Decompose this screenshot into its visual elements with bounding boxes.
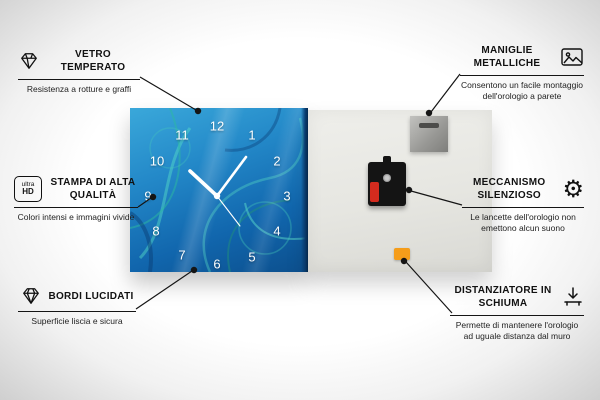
callout-bordi-lucidati: Bordi lucidati Superficie liscia e sicur… <box>18 286 136 327</box>
callout-distanziatore-schiuma: Distanziatore in schiuma Permette di man… <box>450 284 584 343</box>
ultra-hd-icon-text: HD <box>22 187 34 197</box>
clock-number: 5 <box>248 249 256 265</box>
clock-number: 8 <box>152 223 160 239</box>
clock-number: 12 <box>209 118 225 134</box>
callout-title: Stampa di alta qualità <box>50 177 136 201</box>
clock-back-panel <box>308 110 492 272</box>
clock-mechanism <box>368 156 406 206</box>
gem-icon <box>20 286 42 306</box>
callout-header: Bordi lucidati <box>18 286 136 312</box>
ultra-hd-icon: ultra HD <box>14 176 42 202</box>
mechanism-spindle <box>383 174 391 182</box>
callout-stampa-alta-qualita: ultra HD Stampa di alta qualità Colori i… <box>14 176 138 223</box>
clock-number: 7 <box>178 247 186 263</box>
clock-artwork <box>130 108 308 272</box>
clock-number: 11 <box>175 127 189 143</box>
callout-header: Maniglie metalliche <box>460 44 584 76</box>
picture-icon <box>560 47 584 67</box>
callout-desc: Permette di mantenere l'orologio ad ugua… <box>455 320 579 342</box>
clock-front-panel <box>130 108 308 272</box>
clock-number: 6 <box>213 256 221 272</box>
battery <box>370 182 379 202</box>
mechanism-hook <box>383 156 391 164</box>
callout-vetro-temperato: Vetro temperato Resistenza a rotture e g… <box>18 48 140 95</box>
callout-title: Bordi lucidati <box>48 290 134 302</box>
diamond-icon <box>18 51 40 71</box>
callout-header: Meccanismo silenzioso ⚙ <box>462 176 584 208</box>
hanger-slot <box>419 123 439 128</box>
clock-number: 9 <box>144 188 152 204</box>
clock-number: 3 <box>283 188 291 204</box>
callout-desc: Le lancette dell'orologio non emettono a… <box>470 212 576 234</box>
callout-desc: Colori intensi e immagini vivide <box>17 212 135 222</box>
callout-desc: Resistenza a rotture e graffi <box>26 84 132 94</box>
callout-meccanismo-silenzioso: Meccanismo silenzioso ⚙ Le lancette dell… <box>462 176 584 235</box>
callout-desc: Consentono un facile montaggio dell'orol… <box>461 80 583 102</box>
callout-header: Distanziatore in schiuma <box>450 284 584 316</box>
panel-edge <box>301 108 308 272</box>
callout-title: Distanziatore in schiuma <box>454 285 552 309</box>
spacer-icon <box>562 286 584 308</box>
metal-hanger-plate <box>410 116 448 152</box>
clock-number: 1 <box>248 127 256 143</box>
clock-number: 2 <box>273 153 281 169</box>
ultra-hd-icon-text: ultra <box>21 180 35 188</box>
foam-spacer <box>394 248 410 260</box>
callout-title: Meccanismo silenzioso <box>473 177 546 201</box>
clock-number: 10 <box>149 153 165 169</box>
gear-icon: ⚙ <box>562 175 584 203</box>
callout-maniglie-metalliche: Maniglie metalliche Consentono un facile… <box>460 44 584 103</box>
callout-desc: Superficie liscia e sicura <box>31 316 123 326</box>
clock-number: 4 <box>273 223 281 239</box>
callout-header: Vetro temperato <box>18 48 140 80</box>
callout-title: Vetro temperato <box>60 49 126 73</box>
callout-title: Maniglie metalliche <box>473 45 541 69</box>
callout-header: ultra HD Stampa di alta qualità <box>14 176 138 208</box>
